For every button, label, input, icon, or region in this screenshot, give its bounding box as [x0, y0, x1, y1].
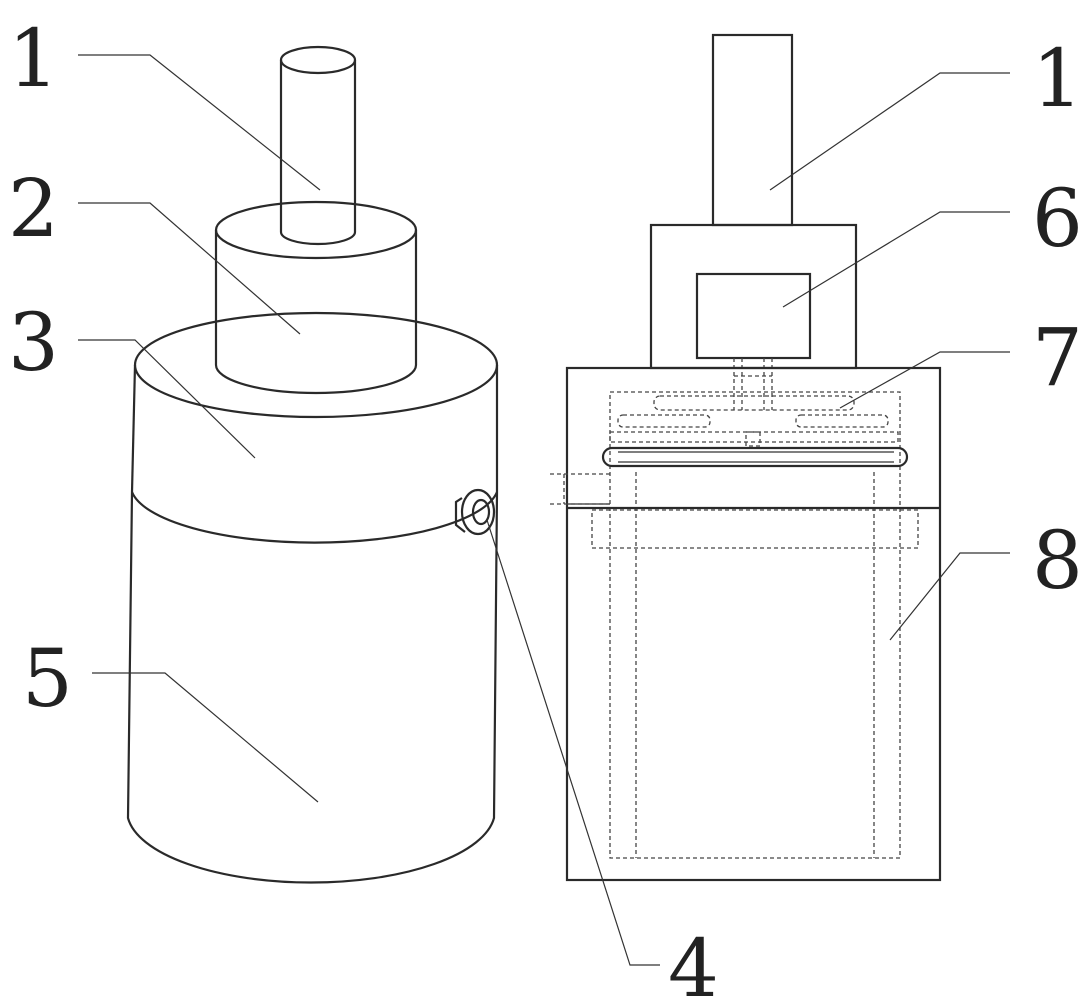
- part-6-motor: [695, 272, 812, 360]
- part-7-stirrer: [601, 395, 909, 468]
- inner-chamber: [591, 391, 919, 859]
- leader-lines: [78, 54, 1010, 966]
- upper-housing: [649, 223, 858, 370]
- part-5-lower-cylinder: [126, 491, 499, 884]
- numeral-3: 3: [8, 296, 59, 389]
- numeral-5: 5: [22, 632, 73, 725]
- outer-body: [565, 366, 942, 882]
- numeral-1-right: 1: [1032, 32, 1083, 125]
- numeral-4: 4: [668, 922, 719, 1005]
- numeral-2: 2: [8, 162, 59, 255]
- part-1-shaft: [279, 45, 357, 246]
- part-2-middle-cylinder: [214, 200, 418, 395]
- numeral-8: 8: [1032, 514, 1083, 607]
- right-section-view: [550, 33, 942, 882]
- coupling: [733, 358, 773, 410]
- part-3-upper-cylinder: [130, 311, 499, 493]
- part-4-nozzle: [454, 488, 496, 536]
- reference-numerals: 1 2 3 5 1 6 7 8 4: [8, 12, 1083, 1005]
- numeral-1-left: 1: [8, 12, 59, 105]
- left-perspective-view: [126, 45, 499, 884]
- part-1-shaft-section: [711, 33, 794, 227]
- numeral-6: 6: [1032, 172, 1083, 265]
- numeral-7: 7: [1032, 311, 1083, 404]
- inlet-pipe: [550, 473, 610, 505]
